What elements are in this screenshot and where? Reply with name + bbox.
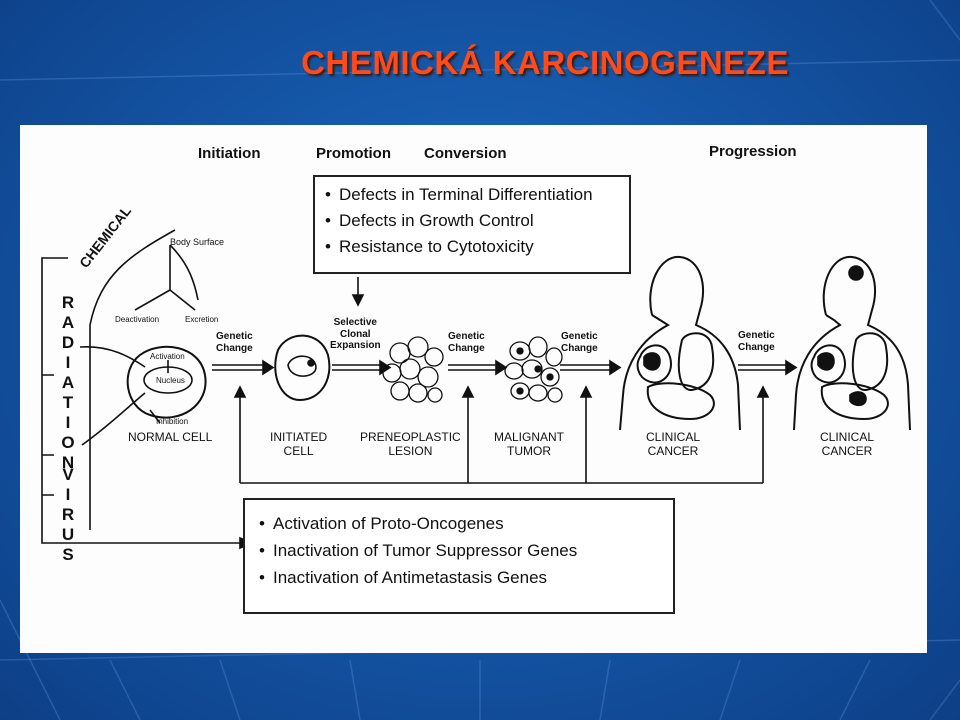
genetic-change-label: Genetic Change xyxy=(216,331,253,354)
bottom-box-item: •Inactivation of Antimetastasis Genes xyxy=(259,568,548,587)
carcinogenesis-diagram: Initiation Promotion Conversion Progress… xyxy=(20,125,927,653)
genetic-change-label: Genetic Change xyxy=(738,330,775,353)
stage-promotion: Promotion xyxy=(316,145,391,162)
stage-progression: Progression xyxy=(709,143,797,160)
initiated-cell-caption: INITIATED CELL xyxy=(270,430,328,458)
nucleus-label: Nucleus xyxy=(156,376,185,385)
clinical-cancer-caption: CLINICAL CANCER xyxy=(820,430,875,458)
bottom-box-item: •Activation of Proto-Oncogenes xyxy=(259,514,504,533)
top-box-item: •Defects in Terminal Differentiation xyxy=(325,185,593,204)
genetic-change-label: Genetic Change xyxy=(561,331,598,354)
stage-initiation: Initiation xyxy=(198,145,261,162)
clinical-cancer-caption: CLINICAL CANCER xyxy=(646,430,701,458)
genetic-change-label: Genetic Change xyxy=(448,331,485,354)
top-box-item: •Defects in Growth Control xyxy=(325,211,534,230)
virus-label: V I R U S xyxy=(61,465,75,564)
excretion-label: Excretion xyxy=(185,315,219,324)
gene-changes-box: •Activation of Proto-Oncogenes •Inactiva… xyxy=(243,498,675,614)
deactivation-label: Deactivation xyxy=(115,315,160,324)
activation-label: Activation xyxy=(150,352,185,361)
radiation-virus-bracket xyxy=(41,257,240,544)
slide-title: CHEMICKÁ KARCINOGENEZE xyxy=(301,44,789,81)
malignant-caption: MALIGNANT TUMOR xyxy=(494,430,565,458)
normal-cell-caption: NORMAL CELL xyxy=(128,430,213,444)
body-surface-label: Body Surface xyxy=(170,237,225,247)
preneoplastic-caption: PRENEOPLASTIC LESION xyxy=(360,430,461,458)
diagram-graphics xyxy=(41,229,911,550)
stage-conversion: Conversion xyxy=(424,145,507,162)
inhibition-label: Inhibition xyxy=(156,417,189,426)
bottom-box-item: •Inactivation of Tumor Suppressor Genes xyxy=(259,541,578,560)
chemical-path xyxy=(89,229,176,530)
selective-expansion-label: Selective Clonal Expansion xyxy=(330,317,381,351)
differentiation-box: •Defects in Terminal Differentiation •De… xyxy=(313,175,631,274)
top-box-item: •Resistance to Cytotoxicity xyxy=(325,237,534,256)
radiation-label: R A D I A T I O N xyxy=(61,293,75,472)
